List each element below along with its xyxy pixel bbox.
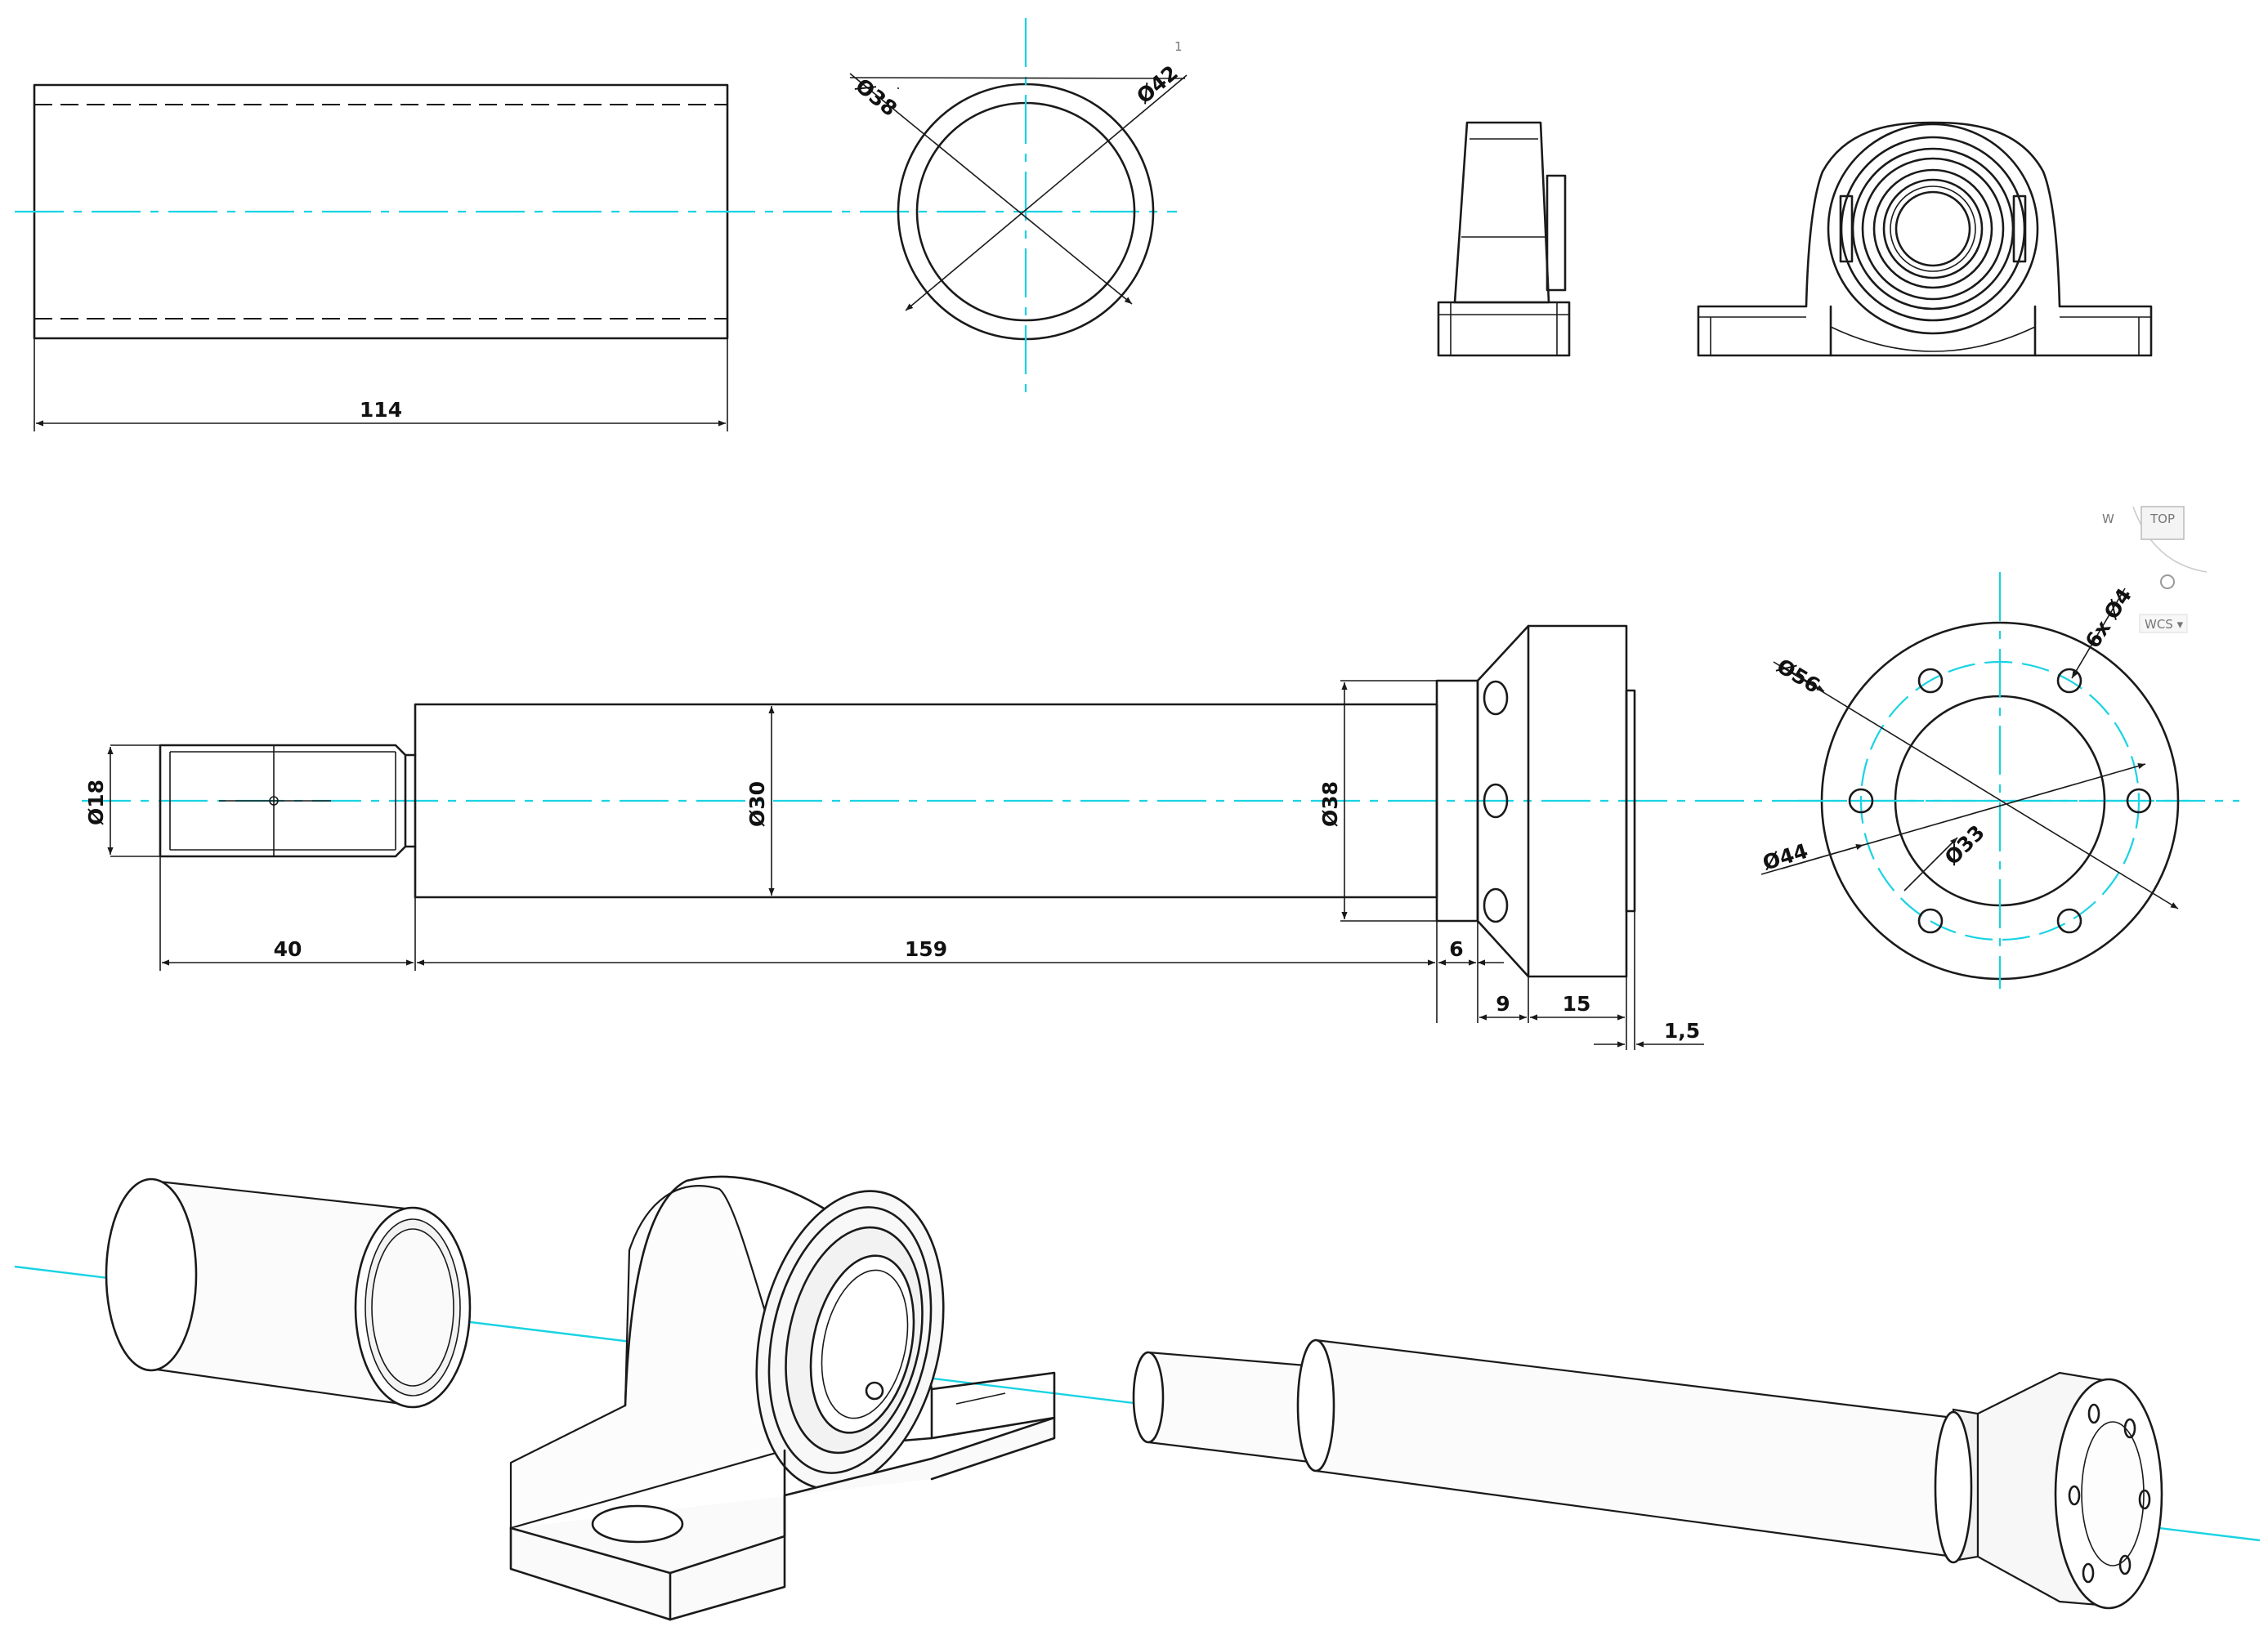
iso-sleeve — [105, 1178, 472, 1409]
sleeve-end-view: Ø38 Ø42 1 — [849, 18, 1188, 392]
flange-end-view: Ø56 Ø44 Ø33 6x Ø4 — [1760, 572, 2190, 989]
viewcube-face-label: TOP — [2149, 512, 2175, 526]
iso-pillow-block — [509, 1175, 1056, 1621]
dim-chamfer-length: 9 — [1496, 992, 1510, 1016]
viewcube-compass-label: W — [2102, 512, 2114, 526]
dim-sleeve-outer-dia: Ø42 — [1132, 60, 1183, 108]
pillow-block-front-view — [1697, 121, 2153, 357]
dim-flange-inner-dia: Ø33 — [1940, 820, 1989, 869]
ucs-dropdown[interactable] — [2139, 614, 2188, 633]
dim-body-dia: Ø30 — [745, 781, 769, 827]
viewcube-top-face[interactable] — [2141, 506, 2185, 540]
dim-shoulder-length: 6 — [1449, 937, 1463, 961]
ucs-label: WCS ▾ — [2145, 617, 2184, 632]
corner-mark: 1 — [1174, 39, 1183, 54]
viewcube-home-icon[interactable] — [2160, 574, 2175, 589]
sleeve-side-view: 114 — [15, 83, 1177, 431]
dim-body-length: 159 — [905, 937, 947, 961]
dim-flange-pitch-dia: Ø44 — [1760, 839, 1810, 875]
dim-flange-length: 15 — [1563, 992, 1591, 1016]
dim-flange-outer-dia: Ø56 — [1773, 654, 1824, 698]
dim-flange-holes: 6x Ø4 — [2081, 584, 2136, 653]
dim-thread-length: 40 — [274, 937, 302, 961]
viewcube-navigation[interactable]: TOP W WCS ▾ — [2102, 506, 2208, 633]
pillow-block-side-view — [1437, 121, 1571, 357]
iso-shaft — [1132, 1338, 2163, 1610]
dim-lip-length: 1,5 — [1664, 1019, 1700, 1043]
dim-shoulder-dia: Ø38 — [1318, 781, 1342, 827]
dim-thread-dia: Ø18 — [84, 780, 108, 825]
dim-sleeve-length: 114 — [360, 398, 402, 422]
